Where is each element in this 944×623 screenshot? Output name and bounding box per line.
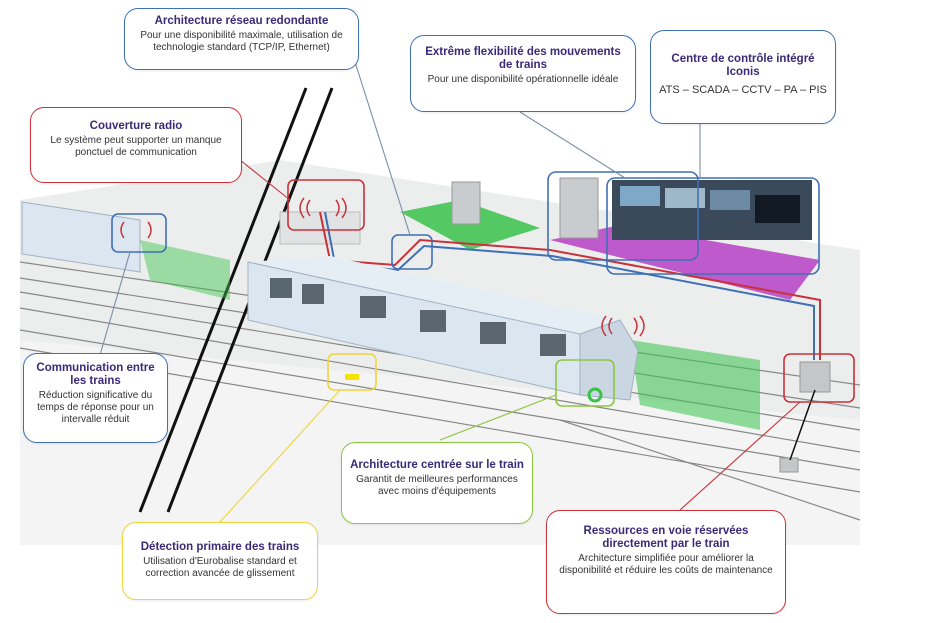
callout-controle: Centre de contrôle intégré Iconis ATS – … xyxy=(650,30,836,124)
radio-mast-base xyxy=(279,211,361,245)
callout-reseau-title: Architecture réseau redondante xyxy=(154,15,329,27)
radio-waves-left-train xyxy=(120,221,152,239)
callout-communication-desc: Réduction significative du temps de répo… xyxy=(37,390,154,425)
balise-pad xyxy=(345,374,359,380)
train-windows xyxy=(270,278,566,356)
screen-2 xyxy=(665,188,705,208)
callout-communication: Communication entre les trains Réduction… xyxy=(23,353,168,443)
screen-1 xyxy=(620,186,660,206)
callout-radio: Couverture radio Le système peut support… xyxy=(30,107,242,183)
callout-detection: Détection primaire des trains Utilisatio… xyxy=(122,522,318,600)
callout-ressources: Ressources en voie réservées directement… xyxy=(546,510,786,614)
trackside-green-pad xyxy=(400,200,540,250)
callout-flexibilite-desc: Pour une disponibilité opérationnelle id… xyxy=(427,74,619,85)
radio-waves-train xyxy=(601,315,645,337)
point-machine-small xyxy=(779,457,799,473)
main-train-roof xyxy=(248,256,620,334)
train-front-zone xyxy=(630,340,760,430)
left-train-zone xyxy=(140,240,230,300)
frame-point-machine xyxy=(783,353,855,403)
callout-ressources-desc: Architecture simplifiée pour améliorer l… xyxy=(559,553,773,576)
frame-control-room xyxy=(606,177,820,275)
wheel-sensor xyxy=(587,387,603,403)
left-train-body xyxy=(21,201,141,273)
black-cable-left xyxy=(138,87,308,513)
frame-radio-mast xyxy=(287,179,365,231)
callout-architecture-train: Architecture centrée sur le train Garant… xyxy=(341,442,533,524)
frame-balise xyxy=(327,353,377,391)
control-cabinet xyxy=(559,177,599,239)
control-room-floor xyxy=(550,225,820,300)
callout-radio-title: Couverture radio xyxy=(89,120,183,132)
callout-controle-desc: ATS – SCADA – CCTV – PA – PIS xyxy=(659,84,827,96)
frame-network-node xyxy=(391,234,433,270)
callout-detection-title: Détection primaire des trains xyxy=(140,541,300,553)
callout-reseau: Architecture réseau redondante Pour une … xyxy=(124,8,359,70)
trackside-cabinet xyxy=(451,181,481,225)
callout-ressources-title: Ressources en voie réservées directement… xyxy=(583,525,749,550)
frame-left-train xyxy=(111,213,167,253)
frame-control-cabinet xyxy=(547,171,699,261)
frame-train-equipment xyxy=(555,359,615,407)
callout-flexibilite-title: Extrême flexibilité des mouvements de tr… xyxy=(425,46,621,71)
callout-flexibilite: Extrême flexibilité des mouvements de tr… xyxy=(410,35,636,112)
callout-reseau-desc: Pour une disponibilité maximale, utilisa… xyxy=(140,30,343,53)
callout-architecture-train-title: Architecture centrée sur le train xyxy=(350,459,524,471)
callout-architecture-train-desc: Garantit de meilleures performances avec… xyxy=(356,474,518,497)
callout-communication-title: Communication entre les trains xyxy=(36,362,155,387)
point-machine-box xyxy=(799,361,831,393)
callout-controle-title: Centre de contrôle intégré Iconis xyxy=(671,53,815,78)
leader-lines xyxy=(99,61,801,523)
screen-3 xyxy=(710,190,750,210)
callout-detection-desc: Utilisation d'Eurobalise standard et cor… xyxy=(143,556,297,579)
callout-radio-desc: Le système peut supporter un manque ponc… xyxy=(50,135,222,158)
radio-waves-mast xyxy=(299,197,347,219)
screen-4 xyxy=(755,195,800,223)
